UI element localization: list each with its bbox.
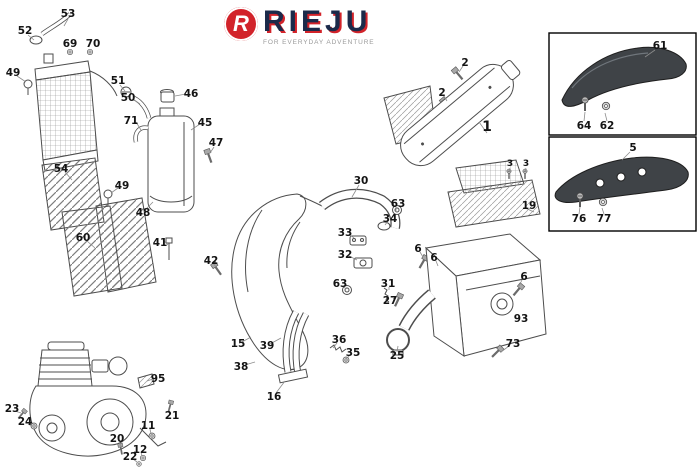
washer-77 [598,197,608,207]
expansion-chamber [231,193,323,370]
washer-62 [601,101,611,111]
radiator-guard-lower [61,197,157,297]
inset-box-silencer-shield [548,32,697,136]
rieju-logo-text: RIEJU [263,5,372,38]
brand-header: R RIEJU FOR EVERYDAY ADVENTURE [224,7,375,46]
leader-lines [14,18,656,463]
coolant-tank-illustration [120,86,225,278]
engine-illustration [29,341,167,457]
radiator-cap-and-hose [29,12,94,56]
exhaust-headers [277,310,350,384]
inset-box-exhaust-shield [548,136,697,232]
silencer [400,59,521,167]
rieju-monogram: R [233,11,249,36]
airbox [398,233,547,361]
air-filter [447,159,541,228]
rieju-logo-mark: R [224,7,258,41]
mid-pipe [318,188,447,309]
hose-clamp [386,328,410,356]
brand-tagline: FOR EVERYDAY ADVENTURE [263,39,375,46]
